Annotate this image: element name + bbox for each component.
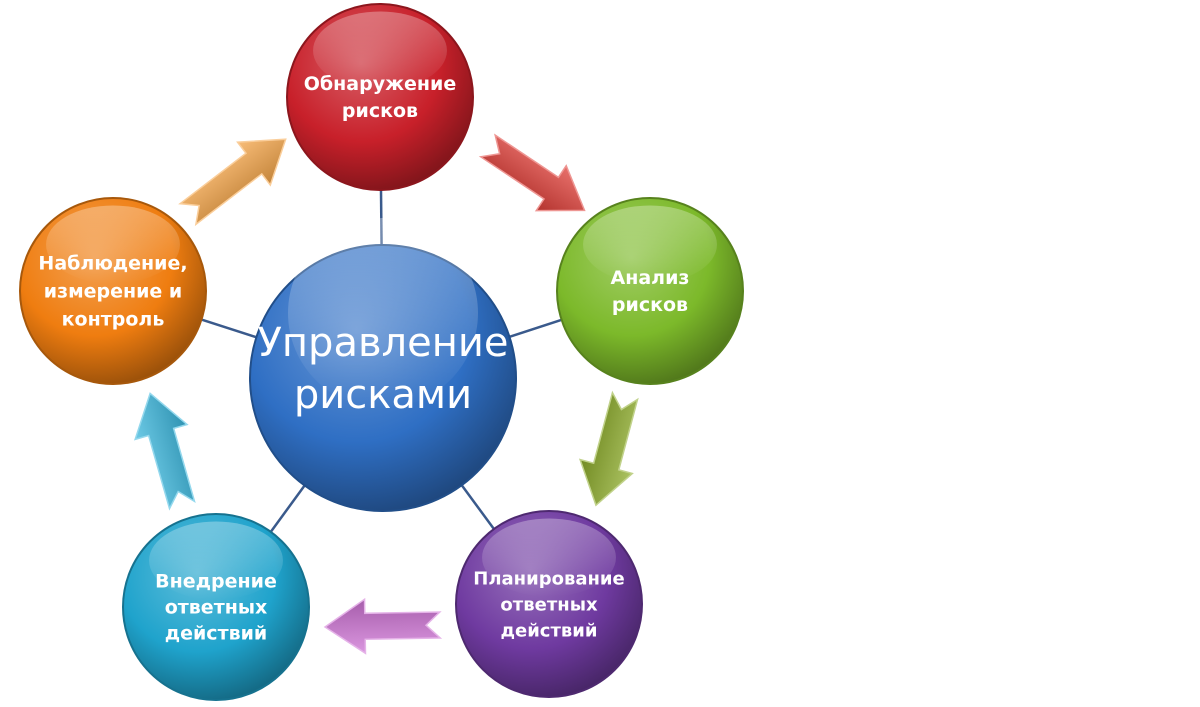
node-label-line: ответных (165, 597, 268, 619)
node-monitoring: Наблюдение, измерение и контроль (19, 197, 207, 385)
center-circle-shine (288, 218, 478, 408)
node-shine (46, 205, 180, 284)
node-label: Анализ рисков (611, 267, 690, 316)
center-circle: Управление рисками (249, 218, 517, 512)
node-label-line: Анализ (611, 267, 690, 289)
node-label-line: измерение и (44, 281, 183, 303)
node-shine (583, 205, 717, 284)
node-label-line: рисков (342, 100, 418, 122)
node-label: Наблюдение, измерение и контроль (38, 253, 187, 331)
arrow-analysis-to-planning (578, 390, 639, 507)
node-label: Обнаружение рисков (304, 73, 456, 122)
node-shine (149, 521, 283, 600)
node-implementation: Внедрение ответных действий (122, 513, 310, 701)
node-label: Внедрение ответных действий (155, 571, 277, 645)
node-detection: Обнаружение рисков (286, 3, 474, 191)
node-label-line: рисков (612, 294, 688, 316)
node-label-line: Внедрение (155, 571, 277, 593)
node-label-line: контроль (62, 309, 165, 331)
node-label: Планирование ответных действий (473, 568, 625, 641)
center-label: Управление рисками (258, 320, 509, 418)
cycle-arrows (134, 133, 639, 655)
node-label-line: Обнаружение (304, 73, 456, 95)
arrow-monitoring-to-detection (178, 138, 287, 227)
arrow-planning-to-implementation (323, 597, 443, 655)
node-label-line: Наблюдение, (38, 253, 187, 275)
node-shine (482, 518, 616, 597)
node-shine (313, 11, 447, 90)
cycle-nodes: ОбнаружениерисковАнализрисковПланировани… (19, 3, 744, 701)
node-label-line: действий (500, 620, 597, 641)
arrow-detection-to-analysis (478, 133, 586, 212)
node-label-line: ответных (500, 594, 598, 615)
center-label-line: Управление (258, 320, 509, 366)
node-label-line: Планирование (473, 568, 625, 589)
node-label-line: действий (165, 623, 267, 645)
node-analysis: Анализ рисков (556, 197, 744, 385)
arrow-implementation-to-monitoring (134, 392, 196, 511)
node-planning: Планирование ответных действий (455, 510, 643, 698)
center-label-line: рисками (294, 372, 472, 418)
